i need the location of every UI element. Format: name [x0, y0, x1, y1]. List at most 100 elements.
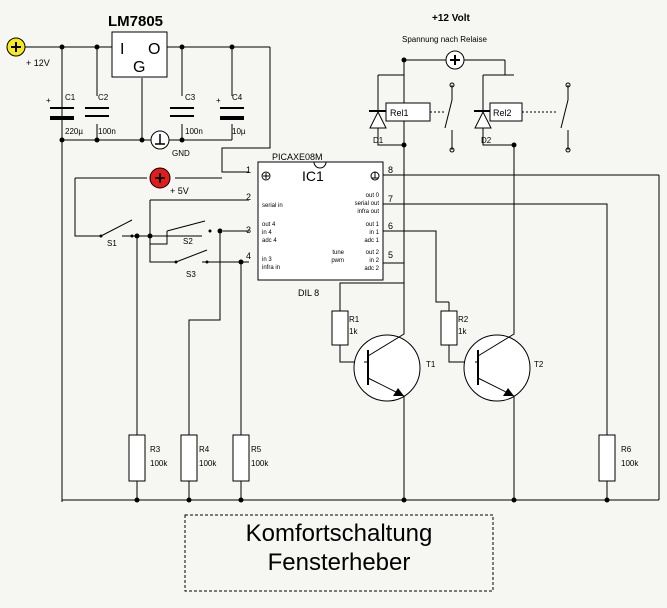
ic-label-in3: in 3 — [262, 257, 272, 263]
label-relay-supply: Spannung nach Relaise — [402, 35, 488, 44]
svg-text:R3: R3 — [150, 445, 161, 454]
svg-text:Rel1: Rel1 — [390, 108, 409, 118]
ic-label-infra-in: infra in — [262, 265, 280, 271]
svg-text:220µ: 220µ — [65, 127, 83, 136]
ic-label-infra-out: infra out — [357, 209, 379, 215]
ic-label-adc2: adc 2 — [364, 266, 379, 272]
ic-label-adc1: adc 1 — [364, 238, 379, 244]
svg-text:T2: T2 — [534, 360, 544, 369]
ic-gnd-marker — [370, 171, 380, 181]
ic-label-out1: out 1 — [366, 222, 380, 228]
ic-plus-marker — [261, 171, 271, 181]
regulator-body — [111, 31, 168, 78]
ic-pin-7: 7 — [388, 194, 393, 204]
title-line-2: Fensterheber — [268, 549, 411, 576]
svg-text:100k: 100k — [251, 459, 269, 468]
capacitor-c3: C3 100n — [170, 93, 203, 136]
svg-text:100k: 100k — [199, 459, 217, 468]
svg-text:100k: 100k — [150, 459, 168, 468]
label-12v-top: +12 Volt — [432, 13, 471, 24]
capacitor-c4: + C4 10µ — [216, 93, 246, 136]
label-12v: + 12V — [26, 58, 50, 68]
ic-label-in2: in 2 — [369, 258, 379, 264]
ic-label-out4: out 4 — [262, 222, 276, 228]
resistor-r2: R2 1k — [440, 310, 469, 346]
regulator-pin-o: O — [148, 41, 160, 58]
wiring — [22, 46, 660, 502]
ic-name: IC1 — [302, 168, 324, 184]
ic-label-serial-out: serial out — [355, 201, 380, 207]
transistor-t2: T2 — [463, 322, 544, 402]
svg-text:R4: R4 — [199, 445, 210, 454]
resistor-r4: R4 100k — [180, 434, 217, 482]
svg-text:Rel2: Rel2 — [493, 108, 512, 118]
svg-text:100n: 100n — [185, 127, 203, 136]
terminal-12v — [6, 37, 26, 57]
ic-label-in1: in 1 — [369, 230, 379, 236]
relay-rel1: Rel1 — [385, 102, 431, 122]
svg-text:R1: R1 — [349, 315, 360, 324]
ic-label-tune: tune — [332, 250, 344, 256]
svg-text:100n: 100n — [98, 127, 116, 136]
capacitor-c2: C2 100n — [85, 93, 116, 136]
junctions — [59, 44, 610, 503]
ic-pin-4: 4 — [246, 251, 251, 261]
title-line-1: Komfortschaltung — [246, 520, 433, 547]
ic-label-serial-in: serial in — [262, 203, 283, 209]
relay-contact-2 — [560, 82, 571, 153]
capacitor-c1: + C1 220µ — [46, 93, 83, 136]
regulator-name: LM7805 — [108, 13, 163, 30]
switch-s1: S1 — [99, 219, 134, 248]
svg-text:1k: 1k — [458, 327, 467, 336]
transistor-t1: T1 — [353, 322, 436, 402]
svg-text:D2: D2 — [481, 136, 492, 145]
regulator-pin-i: I — [120, 41, 124, 58]
svg-text:S3: S3 — [186, 270, 196, 279]
svg-text:C3: C3 — [185, 93, 196, 102]
svg-text:10µ: 10µ — [232, 127, 246, 136]
terminal-5v — [149, 167, 171, 189]
diode-d1: D1 — [369, 110, 387, 145]
ic-body — [257, 161, 384, 281]
ic-pin-2: 2 — [246, 192, 251, 202]
svg-text:T1: T1 — [426, 360, 436, 369]
ic-package: DIL 8 — [298, 288, 319, 298]
label-5v: + 5V — [170, 186, 189, 196]
ic-label-out0: out 0 — [366, 193, 380, 199]
switch-s2: S2 — [166, 220, 212, 246]
svg-text:S2: S2 — [183, 237, 193, 246]
label-gnd: GND — [172, 149, 190, 158]
svg-text:R2: R2 — [458, 315, 469, 324]
relay-rel2: Rel2 — [489, 102, 523, 122]
switch-s3: S3 — [174, 249, 209, 279]
svg-text:C2: C2 — [98, 93, 109, 102]
svg-text:1k: 1k — [349, 327, 358, 336]
ic-pin-5: 5 — [388, 250, 393, 260]
terminal-gnd — [150, 130, 170, 150]
svg-text:D1: D1 — [373, 136, 384, 145]
ic-pin-6: 6 — [388, 221, 393, 231]
svg-text:R5: R5 — [251, 445, 262, 454]
ic-pin-3: 3 — [246, 225, 251, 235]
ic-label-adc4: adc 4 — [262, 238, 277, 244]
ic-label-out2: out 2 — [366, 250, 380, 256]
title-box — [184, 514, 494, 592]
ic-pin-8: 8 — [388, 165, 393, 175]
relay-contact-1 — [444, 82, 455, 153]
svg-text:C1: C1 — [65, 93, 76, 102]
resistor-r5: R5 100k — [232, 434, 269, 482]
resistor-r6: R6 100k — [598, 434, 639, 482]
ic-pin-1: 1 — [246, 165, 251, 175]
ic-label-pwm: pwm — [331, 258, 344, 264]
regulator-pin-g: G — [133, 59, 145, 76]
svg-text:+: + — [46, 96, 51, 105]
svg-text:R6: R6 — [621, 445, 632, 454]
diode-d2: D2 — [474, 110, 492, 145]
terminal-relay-supply — [445, 50, 465, 70]
resistor-r3: R3 100k — [128, 434, 168, 482]
svg-text:+: + — [216, 96, 221, 105]
svg-text:100k: 100k — [621, 459, 639, 468]
svg-text:S1: S1 — [107, 239, 117, 248]
ic-notch — [313, 161, 327, 169]
